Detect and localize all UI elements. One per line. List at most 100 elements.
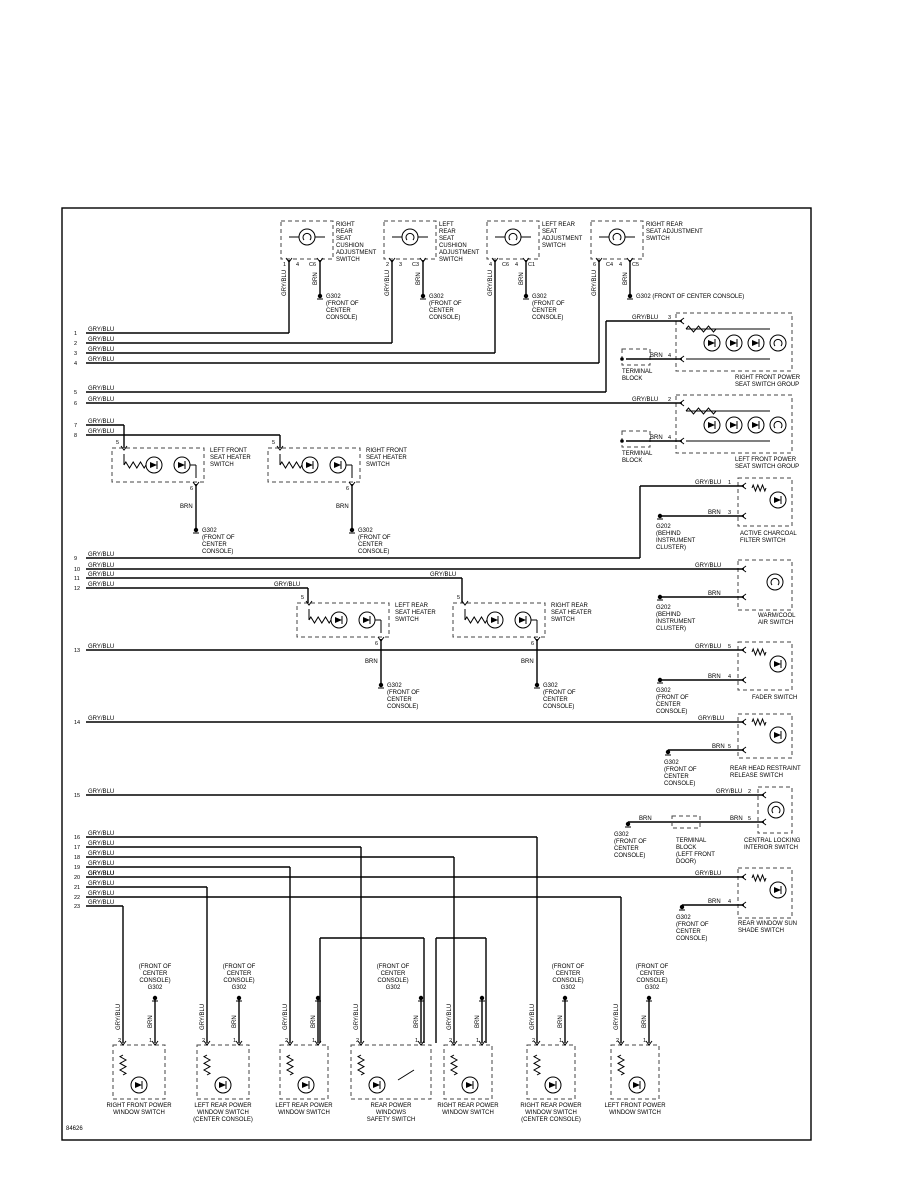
wire-label: GRY/BLU xyxy=(88,563,114,569)
motor-circle xyxy=(504,228,522,246)
ground-symbol xyxy=(523,293,529,300)
indicator-lamp-icon xyxy=(703,416,721,434)
window-switch-label: LEFT REAR POWER xyxy=(275,1103,333,1109)
lamp-diode xyxy=(335,617,342,623)
pin-number: 3 xyxy=(668,315,671,321)
ground-label: G302 xyxy=(645,985,660,991)
row-number: 4 xyxy=(74,361,77,367)
ground-symbol xyxy=(646,995,652,1002)
connector-pin xyxy=(417,1040,425,1046)
connector-pin xyxy=(305,600,313,606)
seat-heater-switch-box xyxy=(452,602,546,638)
switch-label: SWITCH xyxy=(542,243,566,249)
window-switch-label: WINDOW SWITCH xyxy=(278,1110,330,1116)
seat-heater-switch-box xyxy=(267,447,361,483)
seat-adjustment-switch-box xyxy=(280,220,334,260)
pin-number: 2 xyxy=(616,1038,619,1044)
resistor-icon xyxy=(449,1054,459,1076)
pin-number: 4 xyxy=(296,262,299,268)
switch-label: ACTIVE CHARCOAL xyxy=(740,531,797,537)
wire-label: GRY/BLU xyxy=(88,582,114,588)
row-number: 15 xyxy=(74,793,80,799)
lamp-circle xyxy=(301,456,319,474)
ground-dot xyxy=(418,995,424,1001)
lamp-diode xyxy=(302,1082,309,1088)
wire-label: BRN xyxy=(365,659,378,665)
central-locking-switch-box xyxy=(757,786,793,834)
pin-number: 1 xyxy=(415,1038,418,1044)
lamp-diode xyxy=(334,462,341,468)
wire-label: GRY/BLU xyxy=(592,270,598,296)
window-switch-label: LEFT FRONT POWER xyxy=(604,1103,666,1109)
wire-label: BRN xyxy=(650,435,663,441)
motor-icon xyxy=(298,228,316,246)
pin-number: 4 xyxy=(515,262,518,268)
pin-number: 4 xyxy=(728,674,731,680)
wire-label: GRY/BLU xyxy=(88,900,114,906)
lamp-diode xyxy=(774,732,781,738)
ground-label: CLUSTER) xyxy=(656,545,686,551)
resistor-icon xyxy=(464,616,488,624)
row-number: 12 xyxy=(74,586,80,592)
pin-number: 5 xyxy=(457,595,460,601)
lamp-diode xyxy=(135,1082,142,1088)
ground-dot xyxy=(420,293,426,299)
switch-label: REAR HEAD RESTRAINT xyxy=(730,766,801,772)
wire-label: BRN xyxy=(313,272,319,285)
switch-label: RIGHT xyxy=(336,222,355,228)
wire-label: GRY/BLU xyxy=(430,572,456,578)
pin-number: 3 xyxy=(399,262,402,268)
connector-pin xyxy=(235,1040,243,1046)
motor-icon xyxy=(769,334,787,352)
pin-number: 1 xyxy=(283,262,286,268)
lamp-circle xyxy=(628,1076,646,1094)
motor-arc xyxy=(773,338,783,347)
lamp-diode xyxy=(373,1082,380,1088)
indicator-lamp-icon xyxy=(145,456,163,474)
wire-label: BRN xyxy=(148,1015,154,1028)
ground-label: (FRONT OF xyxy=(326,301,359,307)
ground-dot xyxy=(349,527,355,533)
motor-circle xyxy=(767,801,785,819)
indicator-lamp-icon xyxy=(769,881,787,899)
resistor-icon xyxy=(285,1054,295,1076)
seat-heater-switch-box xyxy=(111,447,205,483)
pin-number: 2 xyxy=(202,1038,205,1044)
terminal-block-label: BLOCK xyxy=(622,458,642,464)
ground-dot xyxy=(315,995,321,1001)
wire-label: GRY/BLU xyxy=(385,270,391,296)
motor-arc xyxy=(773,420,783,429)
lamp-diode xyxy=(752,422,759,428)
lamp-circle xyxy=(297,1076,315,1094)
lamp-circle xyxy=(747,334,765,352)
wire-label: GRY/BLU xyxy=(354,1004,360,1030)
ground-symbol xyxy=(665,749,671,756)
wire-label: GRY/BLU xyxy=(632,397,658,403)
ground-label: CENTER xyxy=(227,971,252,977)
ground-symbol xyxy=(479,995,485,1002)
row-number: 2 xyxy=(74,341,77,347)
ground-dot xyxy=(665,749,671,755)
connector-pin xyxy=(645,1040,653,1046)
indicator-lamp-icon xyxy=(329,456,347,474)
window-switch-label: WINDOW SWITCH xyxy=(525,1110,577,1116)
motor-arc xyxy=(302,232,312,241)
ground-symbol xyxy=(625,821,631,828)
motor-circle xyxy=(769,416,787,434)
lamp-circle xyxy=(703,334,721,352)
wire-label: GRY/BLU xyxy=(88,347,114,353)
motor-arc xyxy=(405,232,415,241)
lamp-diode xyxy=(363,617,370,623)
switch-label: SEAT SWITCH GROUP xyxy=(735,382,799,388)
switch-label: SEAT HEATER xyxy=(210,455,251,461)
pin-number: 2 xyxy=(449,1038,452,1044)
pin-number: 4 xyxy=(668,435,671,441)
switch-label: RIGHT REAR xyxy=(551,603,589,609)
wire-label: GRY/BLU xyxy=(283,1004,289,1030)
wire-label: GRY/BLU xyxy=(716,789,742,795)
pin-number: 5 xyxy=(728,744,731,750)
ground-label: G302 xyxy=(664,760,679,766)
indicator-lamp-icon xyxy=(769,726,787,744)
row-number: 13 xyxy=(74,648,80,654)
switch-label: SWITCH xyxy=(439,257,463,263)
